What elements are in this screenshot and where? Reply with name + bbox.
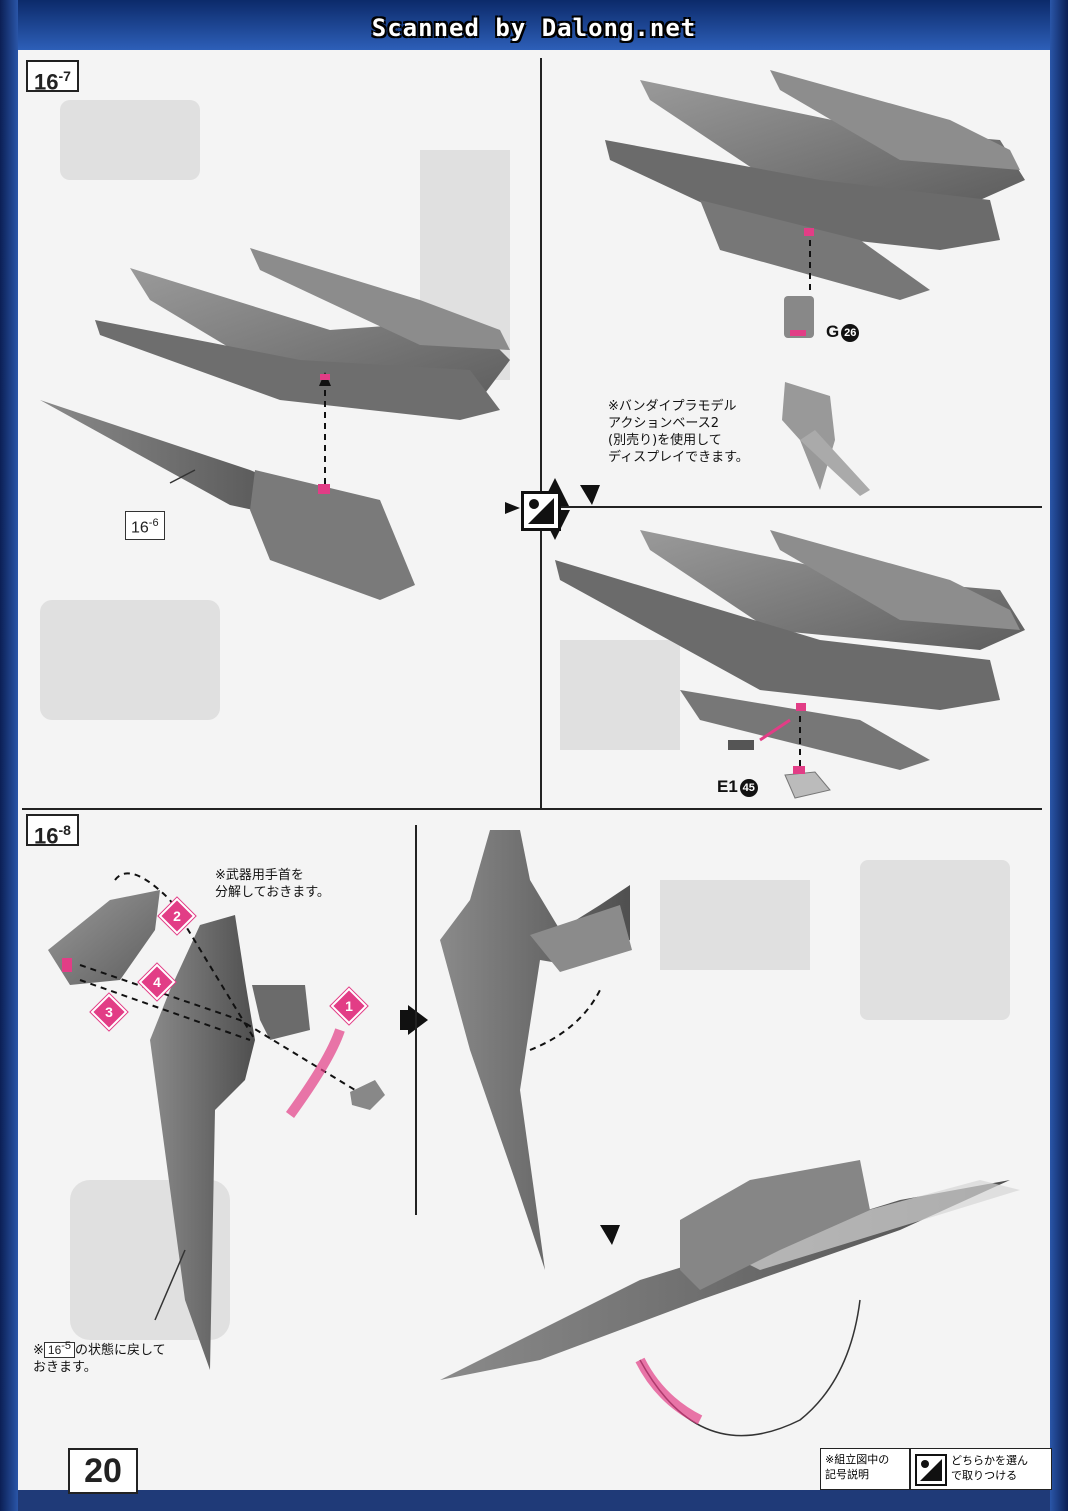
legend-divider bbox=[909, 1449, 911, 1489]
step-sub-number: -7 bbox=[58, 68, 71, 84]
left-page-edge bbox=[0, 0, 18, 1511]
ref-label-16-6: 16-6 bbox=[125, 511, 165, 541]
top-band bbox=[0, 0, 1068, 50]
step-main-number: 16 bbox=[34, 69, 59, 95]
page-number: 20 bbox=[68, 1448, 138, 1494]
badge-number: 1 bbox=[345, 998, 353, 1014]
ref-main: 16 bbox=[131, 519, 149, 537]
part-letter: G bbox=[826, 322, 840, 341]
part-number: 45 bbox=[739, 778, 758, 797]
legend-choice-text: どちらかを選ん で取りつける bbox=[951, 1454, 1028, 1482]
note-weapon-hand: ※武器用手首を 分解しておきます。 bbox=[215, 868, 330, 900]
part-number: 26 bbox=[841, 323, 860, 342]
badge-number: 2 bbox=[173, 908, 181, 924]
right-page-edge bbox=[1050, 0, 1068, 1511]
panel-divider-right-split bbox=[540, 506, 1042, 508]
choose-one-icon-glyph bbox=[528, 498, 554, 524]
ref-label-16-5: 16-5 bbox=[43, 1340, 76, 1358]
step-sub-number: -8 bbox=[58, 822, 71, 838]
badge-number: 4 bbox=[153, 974, 161, 990]
sword-assembly-left bbox=[40, 248, 510, 600]
note-suffix: の状態に戻して おきます。 bbox=[33, 1343, 166, 1375]
choose-one-legend-icon bbox=[915, 1454, 947, 1486]
step-label-16-8: 16-8 bbox=[26, 814, 79, 849]
part-letter: E1 bbox=[717, 777, 738, 796]
ref-sub: -5 bbox=[61, 1340, 72, 1352]
panel-divider-horizontal bbox=[22, 808, 1042, 810]
note-prefix: ※ bbox=[33, 1343, 44, 1358]
badge-number: 3 bbox=[105, 1004, 113, 1020]
panel-divider-vertical-top bbox=[540, 58, 542, 808]
sword-assembly-top-right bbox=[605, 70, 1025, 496]
ref-sub: -6 bbox=[148, 517, 159, 529]
legend-title: ※組立図中の 記号説明 bbox=[825, 1453, 890, 1481]
choose-one-icon bbox=[521, 491, 561, 531]
choose-one-legend-glyph bbox=[920, 1459, 942, 1481]
step-main-number: 16 bbox=[34, 823, 59, 849]
panel-divider-vertical-bottom bbox=[415, 825, 417, 1215]
note-action-base: ※バンダイプラモデル アクションベース2 (別売り)を使用して ディスプレイでき… bbox=[608, 399, 749, 465]
scan-banner: Scanned by Dalong.net bbox=[371, 14, 697, 42]
held-sword-result bbox=[440, 1160, 1020, 1437]
hand-removal-assembly bbox=[48, 872, 385, 1370]
step-label-16-7: 16-7 bbox=[26, 60, 79, 95]
symbol-legend: ※組立図中の 記号説明 どちらかを選ん で取りつける bbox=[820, 1448, 1052, 1490]
hand-attached-assembly bbox=[440, 830, 632, 1270]
sword-assembly-bottom-right bbox=[555, 530, 1025, 799]
ref-main: 16 bbox=[47, 1343, 62, 1357]
